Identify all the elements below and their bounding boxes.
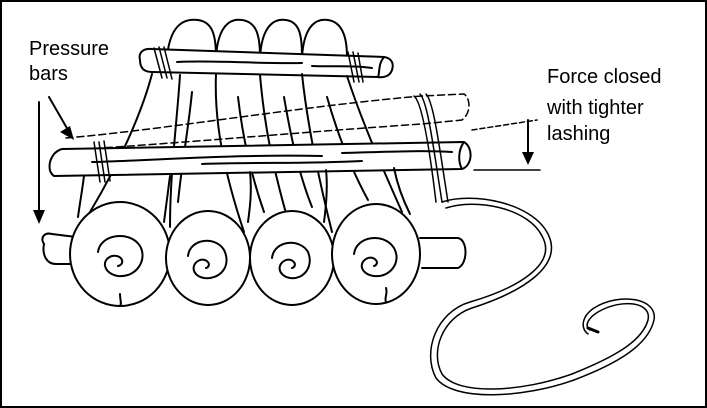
log-ends [69, 201, 421, 307]
front-lashings [93, 93, 449, 203]
log-tops [166, 18, 348, 58]
force-closed-label-line-2: with tighter [547, 97, 644, 119]
force-closed-label-line-1: Force closed [547, 66, 662, 88]
top-pressure-bar [138, 47, 394, 79]
back-lower-bar [41, 232, 467, 269]
pressure-arrow-diagonal [48, 96, 74, 140]
front-pressure-bar [48, 141, 472, 177]
lashing-rope [429, 197, 655, 396]
pressure-bars-label-line-2: bars [29, 63, 68, 85]
dashed-bar-outline [65, 93, 470, 151]
log-lower-bodies [77, 167, 411, 223]
pressure-bars-label-line-1: Pressure [29, 38, 110, 60]
force-arrow-down [522, 119, 534, 165]
force-guide-lines [471, 119, 541, 171]
force-closed-label-line-3: lashing [547, 123, 611, 145]
top-lashings [153, 46, 364, 83]
pressure-arrow-down [33, 101, 45, 224]
